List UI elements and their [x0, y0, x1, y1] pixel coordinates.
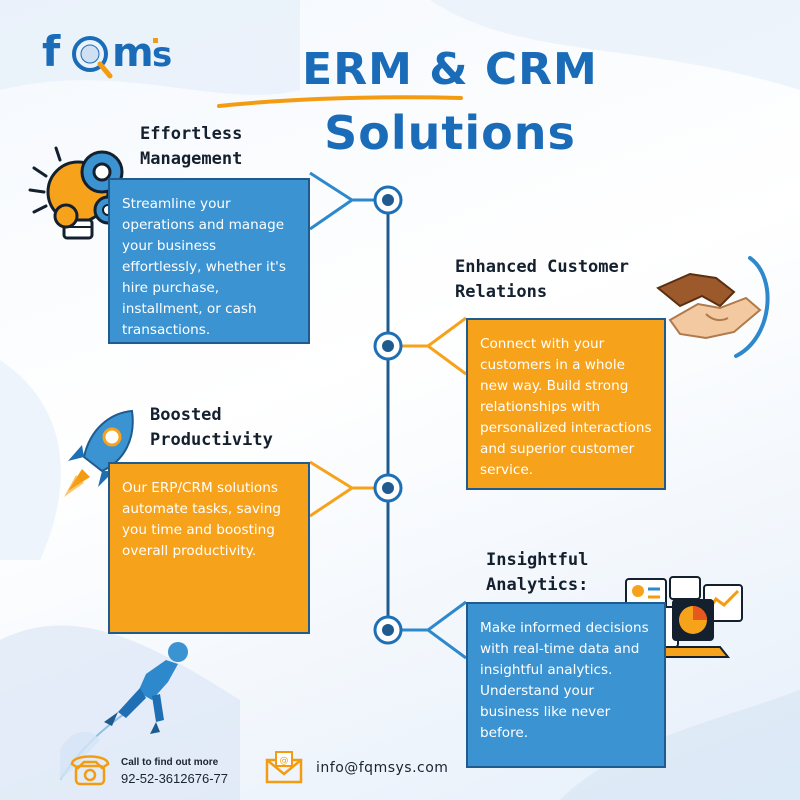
page-title-line1: ERM & CRM — [302, 44, 598, 95]
svg-text:s: s — [152, 35, 172, 75]
phone-number[interactable]: 92-52-3612676-77 — [121, 771, 228, 786]
svg-text:m: m — [112, 30, 154, 76]
section-box-analytics: Make informed decisions with real-time d… — [466, 602, 666, 768]
phone-icon[interactable] — [68, 750, 112, 788]
handshake-icon — [650, 248, 780, 368]
page-title-line2: Solutions — [324, 106, 576, 160]
envelope-icon[interactable]: @ — [264, 750, 304, 786]
svg-text:@: @ — [280, 756, 289, 766]
section-box-customer: Connect with your customers in a whole n… — [466, 318, 666, 490]
fqms-logo: f m s fqms — [40, 22, 175, 84]
section-heading-customer: Enhanced Customer Relations — [455, 257, 629, 302]
svg-text:f: f — [42, 27, 61, 76]
section-heading-effortless: Effortless Management — [140, 124, 243, 169]
section-heading-analytics: Insightful Analytics: — [486, 550, 589, 595]
email-address[interactable]: info@fqmsys.com — [316, 760, 449, 776]
call-label: Call to find out more — [121, 757, 219, 768]
section-box-productivity: Our ERP/CRM solutions automate tasks, sa… — [108, 462, 310, 634]
diver-illustration — [59, 630, 210, 781]
section-box-effortless: Streamline your operations and manage yo… — [108, 178, 310, 344]
section-heading-productivity: Boosted Productivity — [150, 405, 273, 450]
title-underline — [217, 95, 463, 108]
